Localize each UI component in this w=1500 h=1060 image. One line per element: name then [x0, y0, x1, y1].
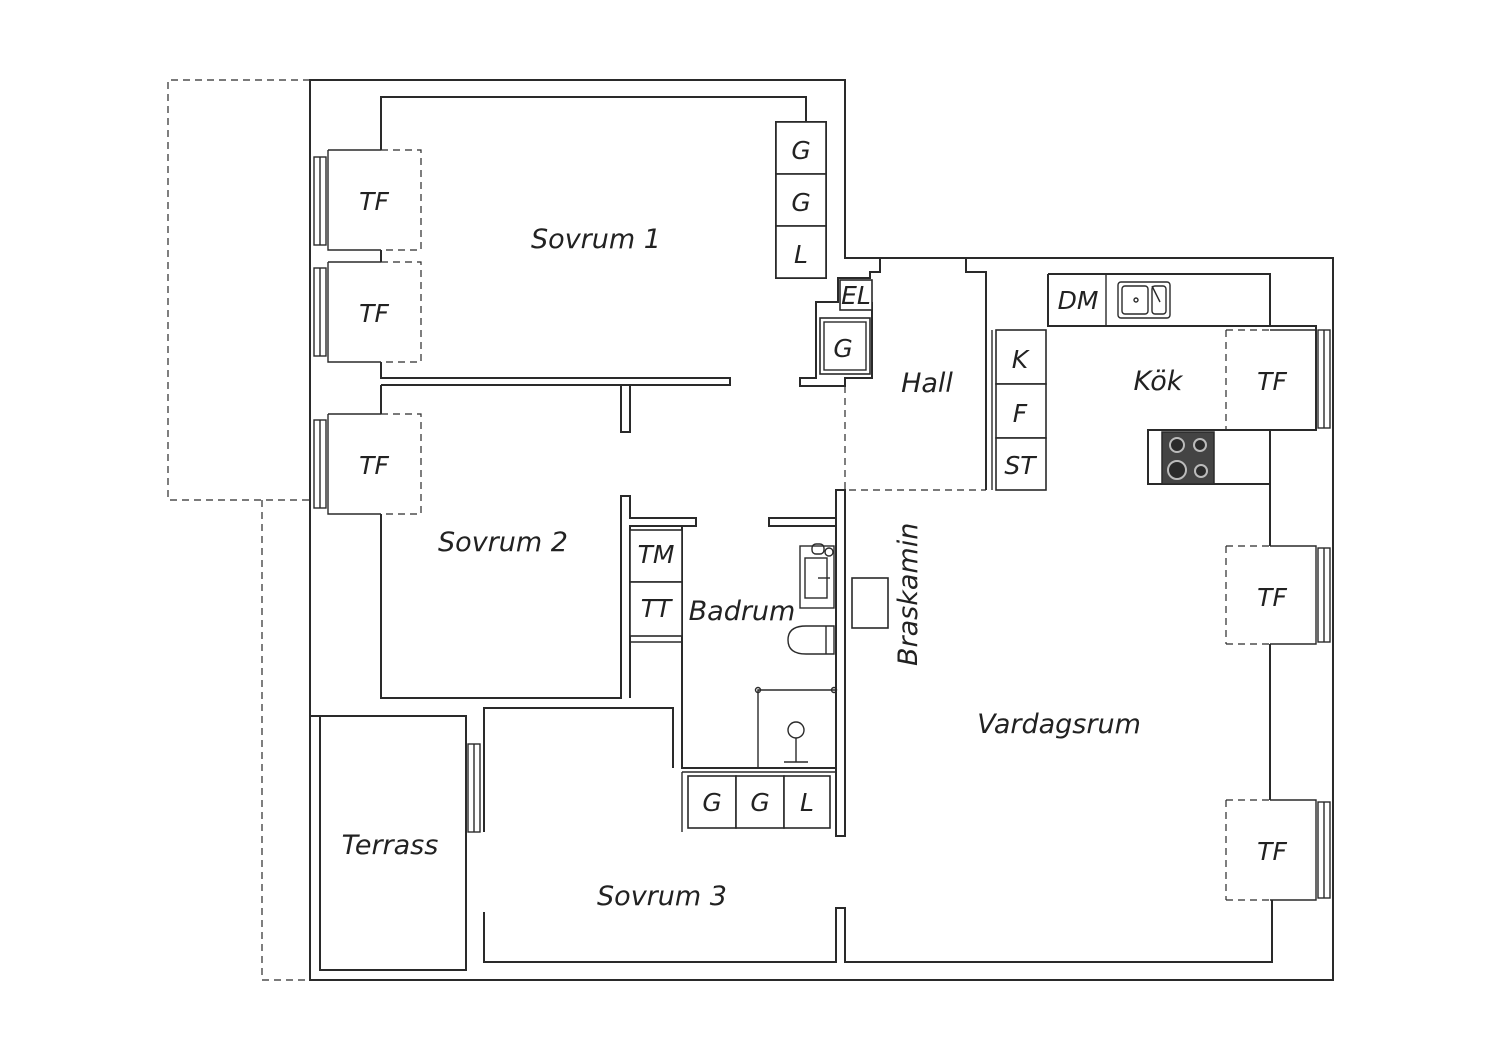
toilet-icon	[787, 625, 835, 655]
wardrobe-tf-2: TF	[327, 261, 422, 363]
wardrobe-tf-5-label: TF	[1257, 583, 1287, 612]
dryer-tt-label: TT	[641, 594, 673, 623]
closet-stack-sovrum-3: G G L	[681, 771, 836, 832]
wardrobe-tf-6-label: TF	[1257, 837, 1287, 866]
badrum-walls	[681, 489, 846, 837]
room-label-sovrum-2: Sovrum 2	[438, 527, 568, 558]
room-label-badrum: Badrum	[689, 596, 796, 627]
laundry-stack: TM TT	[629, 529, 683, 643]
window-right-2	[1317, 547, 1331, 643]
closet-g-3-label: G	[702, 788, 721, 817]
stove-icon	[1161, 431, 1215, 485]
washbasin-icon	[799, 543, 835, 609]
closet-g-hall-label: G	[833, 334, 852, 363]
fireplace-label: Braskamin	[893, 523, 924, 666]
sovrum-1-walls	[380, 96, 807, 433]
appliance-f-label: F	[1013, 399, 1028, 428]
room-label-hall: Hall	[901, 368, 953, 399]
wardrobe-tf-3: TF	[327, 413, 422, 515]
room-label-sovrum-3: Sovrum 3	[597, 881, 727, 912]
room-label-terrass: Terrass	[342, 830, 439, 861]
room-label-sovrum-1: Sovrum 1	[531, 224, 661, 255]
wardrobe-tf-5: TF	[1226, 545, 1317, 645]
wardrobe-tf-3-label: TF	[359, 451, 389, 480]
balcony-outline	[167, 79, 310, 981]
terrass-walls	[310, 715, 467, 971]
exterior-walls	[309, 79, 1334, 981]
kitchen-sink-icon	[1117, 281, 1171, 319]
wardrobes-tf: TF TF TF TF TF TF	[327, 149, 1317, 901]
closet-el-label: EL	[841, 281, 871, 310]
washer-tm-label: TM	[638, 540, 675, 569]
kitchen-column: K F ST	[991, 329, 1047, 491]
window-right-3	[1317, 801, 1331, 899]
closet-g-4-label: G	[750, 788, 769, 817]
window-terrass	[467, 743, 481, 833]
appliance-dm-label: DM	[1058, 286, 1099, 315]
appliance-k-label: K	[1012, 345, 1031, 374]
kitchen-counter-top: DM	[1058, 274, 1171, 326]
closet-stack-sovrum-1: G G L	[775, 121, 827, 279]
sovrum-3-walls	[483, 707, 1273, 963]
window-left-2	[313, 267, 327, 357]
hall-closets: EL G	[819, 279, 873, 375]
wardrobe-tf-1: TF	[327, 149, 422, 251]
wardrobe-tf-6: TF	[1226, 799, 1317, 901]
sovrum-2-walls	[380, 385, 697, 699]
closet-l-2-label: L	[800, 788, 814, 817]
wardrobe-tf-2-label: TF	[359, 299, 389, 328]
closet-l-label: L	[794, 240, 808, 269]
window-left-1	[313, 156, 327, 246]
windows	[313, 156, 1331, 899]
fireplace: Braskamin	[851, 523, 924, 666]
shower-icon	[754, 686, 838, 768]
room-label-vardagsrum: Vardagsrum	[977, 709, 1141, 740]
window-left-3	[313, 419, 327, 509]
room-label-kok: Kök	[1134, 366, 1184, 397]
wardrobe-tf-1-label: TF	[359, 187, 389, 216]
closet-g-1-label: G	[791, 136, 810, 165]
closet-g-2-label: G	[791, 188, 810, 217]
appliance-st-label: ST	[1004, 451, 1037, 480]
wardrobe-tf-4: TF	[1226, 329, 1317, 431]
window-right-1	[1317, 329, 1331, 429]
wardrobe-tf-4-label: TF	[1257, 367, 1287, 396]
bathroom-fixtures	[754, 543, 838, 768]
